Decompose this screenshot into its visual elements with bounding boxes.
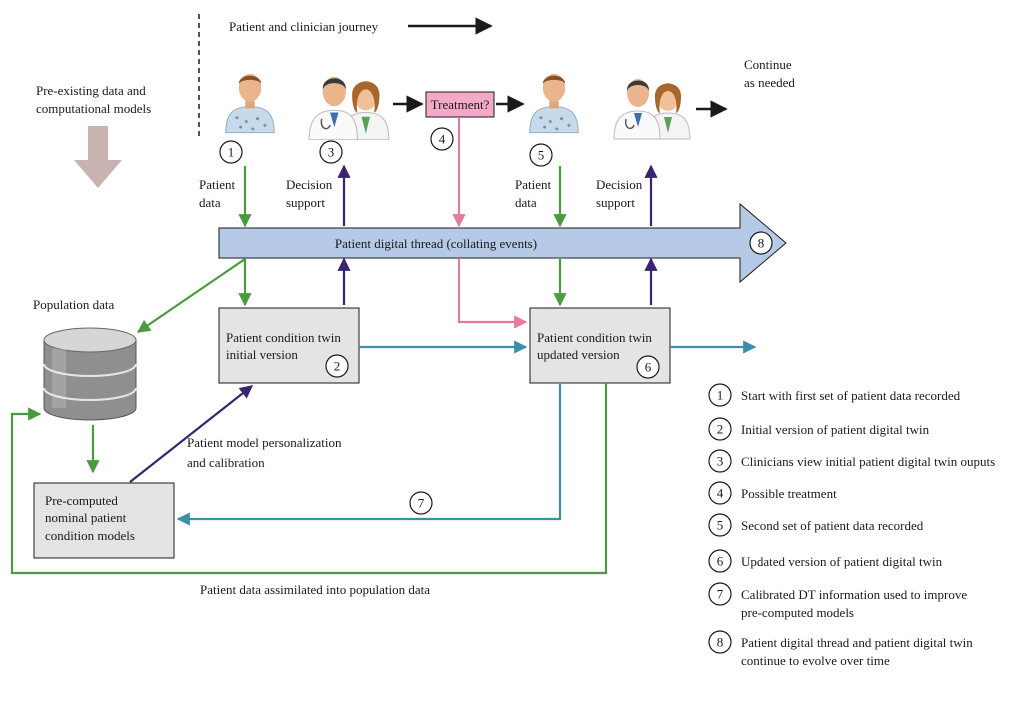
legend-text-7: Calibrated DT information used to improv…: [741, 587, 967, 602]
step-3-number: 3: [328, 145, 335, 160]
legend: 1 Start with first set of patient data re…: [708, 383, 995, 668]
thread-label: Patient digital thread (collating events…: [335, 236, 537, 251]
legend-text-5: Second set of patient data recorded: [741, 518, 924, 533]
step-7-number: 7: [418, 496, 425, 511]
treatment-box: [425, 91, 495, 118]
legend-number-4: 4: [717, 486, 724, 501]
legend-number-8: 8: [717, 635, 724, 650]
decision-support-label-1a: Decision: [286, 177, 333, 192]
personalization-label-2: and calibration: [187, 455, 265, 470]
decision-support-label-1b: support: [286, 195, 325, 210]
personalization-arrow: [129, 385, 254, 483]
precomputed-label-3: condition models: [45, 528, 135, 543]
step-1-marker: [219, 140, 243, 164]
legend-number-6: 6: [717, 554, 724, 569]
precomputed-models-box: [33, 482, 175, 559]
patient-data-label-1a: Patient: [199, 177, 235, 192]
step-5-number: 5: [538, 148, 545, 163]
assimilation-label: Patient data assimilated into population…: [200, 582, 430, 597]
legend-marker-8: [708, 630, 732, 654]
population-data-label: Population data: [33, 297, 114, 312]
legend-number-7: 7: [717, 587, 724, 602]
legend-marker-6: [708, 549, 732, 573]
decision-support-label-2a: Decision: [596, 177, 643, 192]
patient-data-label-1b: data: [199, 195, 221, 210]
patient-avatar-icon: [225, 73, 275, 134]
legend-text-3: Clinicians view initial patient digital …: [741, 454, 995, 469]
database-cylinder-icon: [43, 327, 137, 421]
legend-marker-7: [708, 582, 732, 606]
calibration-feedback-arrow: [176, 383, 562, 526]
treatment-to-updated-twin-arrow: [457, 259, 528, 329]
step-8-marker: [749, 231, 773, 255]
step-2-number: 2: [334, 359, 341, 374]
continue-label-2: as needed: [744, 75, 795, 90]
step-3-marker: [319, 140, 343, 164]
treatment-label: Treatment?: [431, 97, 490, 112]
step-5-marker: [529, 143, 553, 167]
journey-label: Patient and clinician journey: [229, 19, 379, 34]
personalization-label-1: Patient model personalization: [187, 435, 342, 450]
twin-updated-label-2: updated version: [537, 347, 620, 362]
patient-data-label-2a: Patient: [515, 177, 551, 192]
precomputed-label-2: nominal patient: [45, 510, 127, 525]
twin-updated-label-1: Patient condition twin: [537, 330, 652, 345]
twin-initial-label-1: Patient condition twin: [226, 330, 341, 345]
step-6-marker: [636, 355, 660, 379]
legend-text-4: Possible treatment: [741, 486, 837, 501]
legend-text-8: Patient digital thread and patient digit…: [741, 635, 973, 650]
legend-text-7-line2: pre-computed models: [741, 605, 854, 620]
thread-to-population-arrow: [136, 258, 246, 333]
legend-text-8-line2: continue to evolve over time: [741, 653, 890, 668]
clinician-pair-icon: [613, 78, 691, 140]
legend-marker-4: [708, 481, 732, 505]
step-6-number: 6: [645, 360, 652, 375]
patient-digital-thread: [218, 202, 787, 284]
step-8-number: 8: [758, 236, 765, 251]
legend-marker-5: [708, 513, 732, 537]
preexisting-label-2: computational models: [36, 101, 151, 116]
decision-support-label-2b: support: [596, 195, 635, 210]
step-2-marker: [325, 354, 349, 378]
twin-initial-label-2: initial version: [226, 347, 298, 362]
legend-number-1: 1: [717, 388, 724, 403]
legend-marker-2: [708, 417, 732, 441]
step-7-marker: [409, 491, 433, 515]
legend-number-3: 3: [717, 454, 724, 469]
legend-marker-3: [708, 449, 732, 473]
step-4-number: 4: [439, 132, 446, 147]
legend-text-2: Initial version of patient digital twin: [741, 422, 930, 437]
legend-text-1: Start with first set of patient data rec…: [741, 388, 961, 403]
legend-text-6: Updated version of patient digital twin: [741, 554, 943, 569]
patient-avatar-icon: [529, 73, 579, 134]
continue-label-1: Continue: [744, 57, 792, 72]
clinician-pair-icon: [308, 76, 390, 140]
legend-marker-1: [708, 383, 732, 407]
precomputed-label-1: Pre-computed: [45, 493, 118, 508]
legend-number-5: 5: [717, 518, 724, 533]
step-4-marker: [430, 127, 454, 151]
preexisting-down-arrow: [74, 126, 122, 188]
patient-data-label-2b: data: [515, 195, 537, 210]
step-1-number: 1: [228, 145, 235, 160]
preexisting-label-1: Pre-existing data and: [36, 83, 146, 98]
assimilation-loop-arrow: [10, 383, 608, 575]
legend-number-2: 2: [717, 422, 724, 437]
